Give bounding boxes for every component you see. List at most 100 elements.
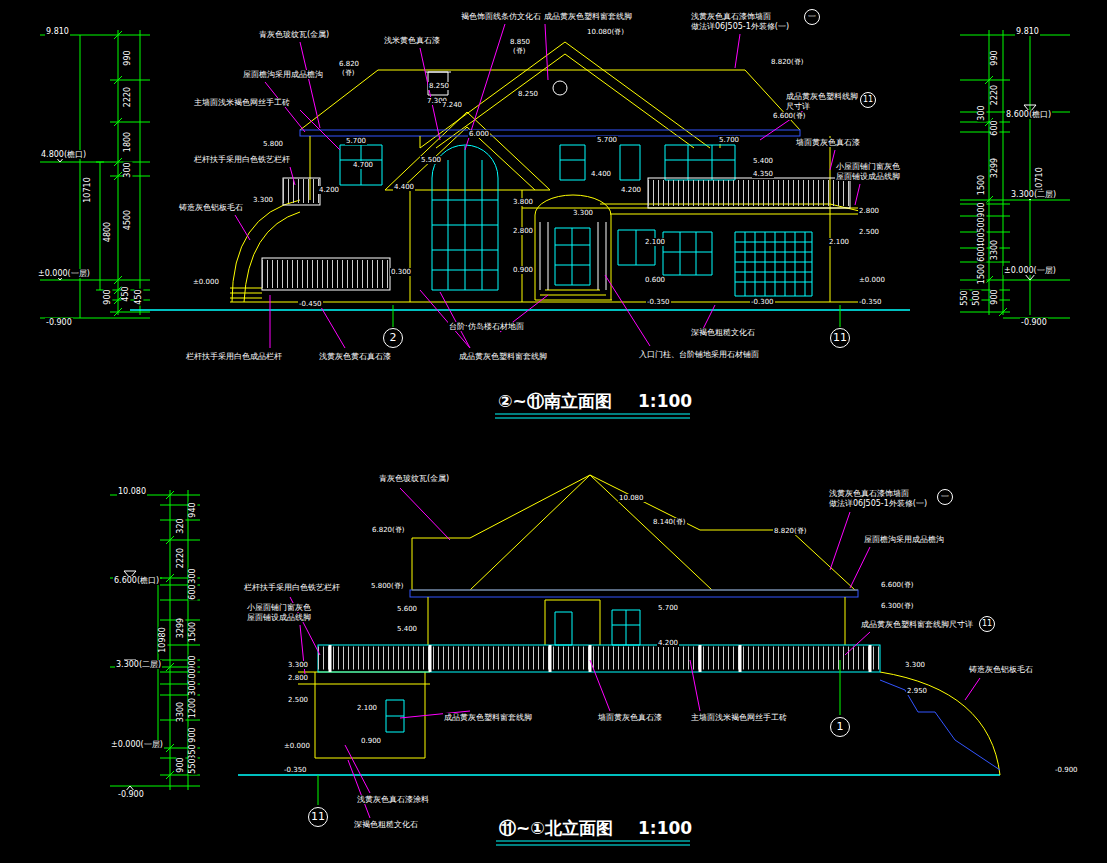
dimension-text: 2220	[123, 86, 132, 108]
axis-number: 2	[390, 332, 397, 344]
annotation-text: 成品黄灰色塑料窗套线脚	[543, 12, 633, 21]
elevation-mark: 2.800	[858, 207, 880, 215]
ground-line	[238, 774, 1000, 776]
drawing-title: 1:100	[637, 819, 693, 839]
dimension-text: 300	[977, 104, 986, 121]
elevation-mark: 2.100	[828, 238, 850, 246]
elevation-mark: 5.400	[396, 625, 418, 633]
dimension-text: 300	[188, 567, 197, 584]
fence	[262, 258, 390, 290]
elevation-mark: -0.450	[298, 300, 323, 308]
elevation-mark: 10.080	[117, 487, 147, 496]
annotation-text: 浅黄灰色真石漆饰墙面	[690, 12, 772, 21]
balcony-railing	[283, 179, 320, 203]
elevation-mark: ±0.000	[192, 278, 220, 286]
elevation-mark: 5.700	[718, 136, 740, 144]
elevation-mark: 3.300	[572, 209, 594, 217]
elevation-mark: 4.200	[657, 639, 679, 647]
annotation-text: 做法详06J505-1外装修(一)	[690, 22, 790, 31]
annotation-text: 小屋面铺门窗灰色	[835, 162, 901, 171]
elevation-mark: 5.600	[396, 605, 418, 613]
dimension-text: 900	[103, 288, 112, 305]
balcony-railing	[318, 647, 880, 670]
fence	[262, 260, 390, 288]
dimension-text: 10710	[83, 176, 92, 203]
elevation-mark: 0.600	[644, 276, 666, 284]
balcony-railing	[283, 178, 320, 205]
elevation-mark: 4.400	[393, 183, 415, 191]
dimension-text: 900	[990, 288, 999, 305]
dimension-text: 450	[121, 285, 130, 302]
elevation-mark: ±0.000	[283, 742, 311, 750]
annotation-text: 成品黄灰色塑料窗套线脚尺寸详	[860, 620, 974, 629]
annotation-text: 浅米黄色真石漆	[383, 36, 441, 45]
elevation-mark: -0.900	[1020, 318, 1048, 327]
leader-line	[290, 488, 980, 818]
elevation-mark: 5.700	[657, 604, 679, 612]
elevation-mark: 4.700	[352, 161, 374, 169]
detail-callout: 一	[937, 489, 953, 505]
annotation-text: 台阶·仿岛楼石材地面	[448, 322, 525, 331]
annotation-text: 主墙面浅米褐色网丝手工砖	[193, 98, 291, 107]
dimension-text: 300	[123, 161, 132, 178]
annotation-text: 成品黄灰色塑料线脚	[785, 92, 859, 101]
dimension-text: 900	[176, 756, 185, 773]
annotation-text: 3.300(二层)	[1010, 190, 1057, 199]
elevation-mark: 6.000	[468, 130, 490, 138]
annotation-text: (脊)	[341, 69, 355, 77]
drawing-title: ②~⑪南立面图	[497, 392, 613, 412]
balcony-railing	[648, 180, 850, 206]
elevation-mark: 8.250	[428, 82, 450, 90]
roof-outline	[300, 42, 800, 190]
elevation-mark: 0.900	[360, 737, 382, 745]
axis-bubble: 11	[308, 807, 328, 827]
eave-band	[410, 590, 858, 597]
elevation-mark: 9.810	[1015, 27, 1040, 36]
elevation-mark: 5.800	[262, 140, 284, 148]
elevation-mark: 3.300	[287, 661, 309, 669]
annotation-text: 栏杆扶手采用白色铁艺栏杆	[193, 155, 291, 164]
axis-bubble: 2	[383, 328, 403, 348]
annotation-text: 6.600(脊)	[772, 112, 807, 120]
elevation-mark: -0.350	[858, 298, 883, 306]
annotation-text: 屋面檐沟采用成品檐沟	[863, 535, 945, 544]
elevation-mark: 5.500	[420, 156, 442, 164]
elevation-mark: -0.350	[646, 298, 671, 306]
annotation-text: 墙面黄灰色真石漆	[795, 138, 861, 147]
elevation-mark: 9.810	[45, 27, 70, 36]
annotation-text: 铸造灰色铝板毛石	[178, 203, 244, 212]
annotation-text: 浅黄灰色真石漆涂料	[356, 795, 430, 804]
dimension-text: 300	[188, 679, 197, 696]
detail-number: 一	[808, 13, 816, 22]
annotation-text: 6.300(脊)	[880, 602, 915, 610]
annotation-text: 入口门柱、台阶铺地采用石材铺面	[638, 350, 760, 359]
dimension-text: 1500	[977, 174, 986, 196]
detail-callout: 一	[804, 9, 820, 25]
annotation-text: 6.600(脊)	[880, 581, 915, 589]
annotation-text: 6.600(檐口)	[113, 576, 160, 585]
clock-ornament	[553, 81, 567, 95]
annotation-text: 栏杆扶手采用白色铁艺栏杆	[243, 583, 341, 592]
window	[340, 145, 735, 290]
elevation-mark: 2.500	[858, 228, 880, 236]
elevation-mark: 8.250	[517, 90, 539, 98]
wall-outline	[230, 136, 872, 302]
annotation-text: 10.080(脊)	[586, 28, 625, 36]
dimension-text: 2220	[990, 84, 999, 106]
elevation-mark: 3.300	[904, 661, 926, 669]
detail-callout: 11	[860, 92, 876, 108]
elevation-mark: 2.800	[287, 674, 309, 682]
elevation-mark: 4.350	[752, 170, 774, 178]
annotation-text: 铸造灰色铝板毛石	[968, 665, 1034, 674]
elevation-mark: 0.300	[390, 268, 412, 276]
annotation-text: 8.600(檐口)	[1005, 110, 1052, 119]
ground-line	[130, 309, 910, 311]
annotation-text: ±0.000(一层)	[1003, 266, 1057, 275]
dimension-text: 500	[972, 289, 981, 306]
annotation-text: 浅黄灰色黄石真石漆	[318, 352, 392, 361]
dimension-text: 1500	[977, 263, 986, 285]
drawing-title: ⑪~①北立面图	[498, 819, 614, 839]
axis-number: 11	[833, 332, 847, 344]
elevation-mark: 3.300	[252, 196, 274, 204]
